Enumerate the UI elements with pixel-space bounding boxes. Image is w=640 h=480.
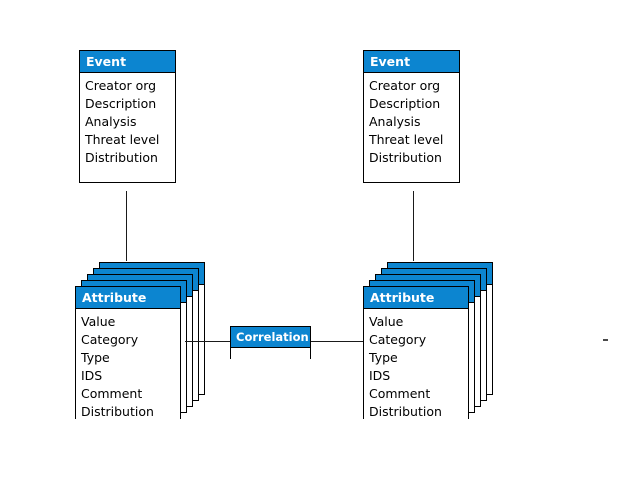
- connector-event-left-to-attribute-left: [126, 191, 127, 261]
- entity-row: IDS: [81, 368, 103, 383]
- entity-row: Distribution: [81, 404, 154, 419]
- connector-event-right-to-attribute-right: [413, 191, 414, 261]
- entity-row: Distribution: [369, 150, 442, 165]
- entity-row: Category: [369, 332, 427, 347]
- entity-row: Type: [369, 350, 398, 365]
- entity-event-left[interactable]: Event Creator org Description Analysis T…: [79, 50, 176, 183]
- entity-row: Distribution: [85, 150, 158, 165]
- entity-row: Threat level: [369, 132, 444, 147]
- entity-attribute-right[interactable]: Attribute Value Category Type IDS Commen…: [363, 286, 469, 425]
- entity-body-attribute-right: Value Category Type IDS Comment Distribu…: [364, 309, 468, 425]
- entity-header-attribute-left: Attribute: [76, 287, 180, 309]
- entity-row: Description: [369, 96, 441, 111]
- entity-attribute-right-stack[interactable]: Attribute Value Category Type IDS Commen…: [363, 262, 499, 425]
- entity-row: Comment: [369, 386, 431, 401]
- entity-row: Threat level: [85, 132, 160, 147]
- entity-row: Description: [85, 96, 157, 111]
- entity-body-event-right: Creator org Description Analysis Threat …: [364, 73, 459, 171]
- entity-row: Distribution: [369, 404, 442, 419]
- entity-row: Type: [81, 350, 110, 365]
- entity-row: Value: [81, 314, 116, 329]
- connector-attribute-right-to-correlation: [311, 341, 363, 342]
- entity-body-event-left: Creator org Description Analysis Threat …: [80, 73, 175, 171]
- entity-row: Creator org: [369, 78, 441, 93]
- entity-attribute-left-stack[interactable]: Attribute Value Category Type IDS Commen…: [75, 262, 211, 425]
- entity-event-right[interactable]: Event Creator org Description Analysis T…: [363, 50, 460, 183]
- entity-correlation[interactable]: Correlation: [230, 326, 311, 359]
- entity-body-attribute-left: Value Category Type IDS Comment Distribu…: [76, 309, 180, 425]
- entity-row: Analysis: [85, 114, 137, 129]
- entity-attribute-left[interactable]: Attribute Value Category Type IDS Commen…: [75, 286, 181, 425]
- entity-row: IDS: [369, 368, 391, 383]
- entity-row: Creator org: [85, 78, 157, 93]
- entity-header-attribute-right: Attribute: [364, 287, 468, 309]
- connector-attribute-left-to-correlation: [185, 341, 230, 342]
- entity-row: Category: [81, 332, 139, 347]
- entity-header-event-left: Event: [80, 51, 175, 73]
- entity-body-correlation: [231, 348, 310, 359]
- entity-row: Analysis: [369, 114, 421, 129]
- entity-row: Value: [369, 314, 404, 329]
- entity-header-correlation: Correlation: [231, 327, 310, 348]
- entity-header-event-right: Event: [364, 51, 459, 73]
- stray-mark: [603, 339, 608, 341]
- entity-row: Comment: [81, 386, 143, 401]
